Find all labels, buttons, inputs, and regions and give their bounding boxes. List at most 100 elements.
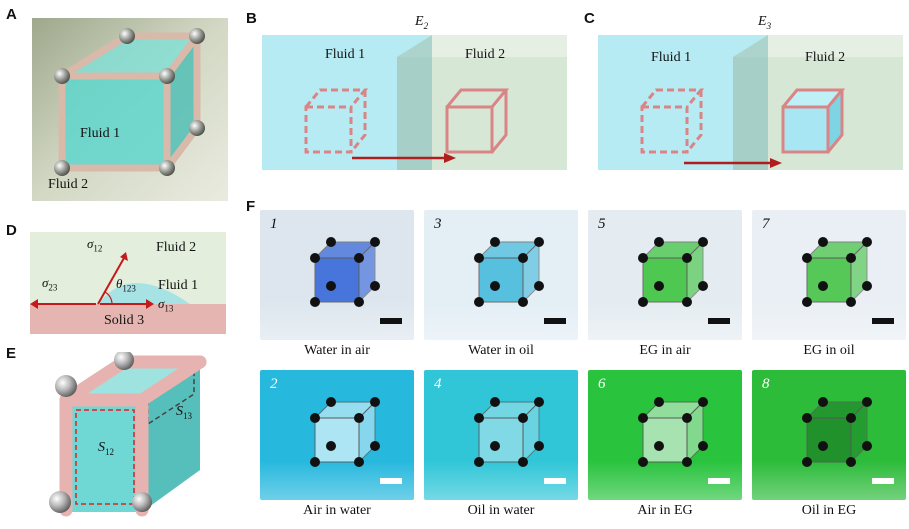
cube-joint-spheres [54, 28, 205, 176]
panel-b-fluid2-front [397, 57, 567, 170]
panel-e-top-face [66, 362, 200, 400]
scale-bar [872, 318, 894, 324]
panel-d-solid3-region [30, 304, 226, 334]
panel-e-s13-label: S13 [176, 404, 192, 421]
panel-c-energy-label: E3 [758, 14, 772, 31]
photo-number: 4 [434, 376, 442, 392]
scale-bar [544, 318, 566, 324]
panel-d-sigma13-label: σ13 [158, 296, 174, 314]
panel-c-fluid1-label: Fluid 1 [651, 50, 692, 65]
photo-image: 4 [424, 370, 578, 500]
photo-number: 8 [762, 376, 770, 392]
panel-a-fluid2-label: Fluid 2 [48, 177, 89, 192]
panel-b-interface [397, 35, 432, 170]
panel-letter-f: F [246, 198, 256, 215]
photo-caption: EG in oil [803, 343, 855, 358]
cube-photo-illustration [638, 237, 708, 307]
panel-a-frame-cube [32, 18, 228, 201]
photo-image: 3 [424, 210, 578, 340]
photo-caption: Water in oil [468, 343, 534, 358]
panel-a-fluid1-label: Fluid 1 [80, 126, 121, 141]
cube-frame-rods [58, 32, 201, 172]
scale-bar [380, 318, 402, 324]
photo-7: 7 EG in oil [752, 210, 906, 359]
panel-b-arrow-head [444, 153, 456, 163]
photo-5: 5 EG in air [588, 210, 742, 359]
panel-b-fluid2-label: Fluid 2 [465, 47, 506, 62]
photo-caption: Oil in water [467, 503, 535, 518]
scale-bar [708, 478, 730, 484]
panel-d-sigma12-arrow [97, 257, 125, 305]
panel-b-diagram [262, 35, 567, 175]
cube-photo-illustration [802, 397, 872, 467]
panel-c-arrow-head [770, 158, 782, 168]
panel-c-interface [733, 35, 768, 170]
panel-e-frame-rods [59, 355, 207, 517]
photo-number: 1 [270, 216, 278, 232]
cube-photo-illustration [802, 237, 872, 307]
panel-d-sigma12-label: σ12 [87, 236, 103, 254]
photo-image: 7 [752, 210, 906, 340]
cube-photo-illustration [474, 397, 544, 467]
panel-b-energy-label: E2 [415, 14, 429, 31]
panel-b-fluid1-label: Fluid 1 [325, 47, 366, 62]
panel-d-theta-label: θ123 [116, 276, 136, 294]
photo-image: 1 [260, 210, 414, 340]
cube-top-face [62, 36, 197, 76]
scale-bar [544, 478, 566, 484]
panel-c-diagram [598, 35, 903, 175]
panel-c-fluid1-front [598, 35, 768, 170]
photo-number: 3 [434, 216, 442, 232]
photo-number: 7 [762, 216, 770, 232]
panel-d-fluid2-label: Fluid 2 [156, 240, 197, 255]
photo-image: 8 [752, 370, 906, 500]
scale-bar [872, 478, 894, 484]
cube-photo-illustration [474, 237, 544, 307]
scale-bar [380, 478, 402, 484]
panel-letter-e: E [6, 345, 17, 362]
panel-b-fluid2-top [397, 35, 567, 57]
panel-c-fluid2-top [733, 35, 903, 57]
panel-b-fluid1-front [262, 35, 432, 170]
panel-letter-d: D [6, 222, 17, 239]
cube-photo-illustration [310, 397, 380, 467]
panel-letter-c: C [584, 10, 595, 27]
panel-e-diagram [24, 350, 224, 522]
photo-caption: Air in EG [637, 503, 693, 518]
panel-d-diagram [30, 232, 226, 334]
panel-letter-a: A [6, 6, 17, 23]
panel-d-sigma23-label: σ23 [42, 275, 58, 293]
photo-caption: Water in air [304, 343, 370, 358]
photo-image: 2 [260, 370, 414, 500]
cube-photo-illustration [310, 237, 380, 307]
panel-d-contact-angle-arc [104, 291, 113, 305]
panel-d-fluid1-label: Fluid 1 [158, 278, 199, 293]
photo-caption: Air in water [303, 503, 371, 518]
cube-front-face [62, 76, 167, 168]
panel-d-solid3-label: Solid 3 [104, 313, 145, 328]
panel-d-fluid1-droplet [98, 283, 190, 304]
photo-number: 6 [598, 376, 606, 392]
photo-caption: EG in air [639, 343, 691, 358]
panel-c-fluid2-label: Fluid 2 [805, 50, 846, 65]
cube-photo-illustration [638, 397, 708, 467]
photo-image: 5 [588, 210, 742, 340]
photo-caption: Oil in EG [801, 503, 857, 518]
photo-image: 6 [588, 370, 742, 500]
scale-bar [708, 318, 730, 324]
panel-b-solid-cube [445, 88, 510, 154]
photo-number: 5 [598, 216, 606, 232]
panel-e-joint-spheres [49, 350, 152, 513]
panel-letter-b: B [246, 10, 257, 27]
photo-number: 2 [270, 376, 278, 392]
panel-e-s12-label: S12 [98, 440, 114, 457]
panel-c-dashed-cube [640, 88, 705, 154]
panel-e-front-face [66, 400, 142, 512]
